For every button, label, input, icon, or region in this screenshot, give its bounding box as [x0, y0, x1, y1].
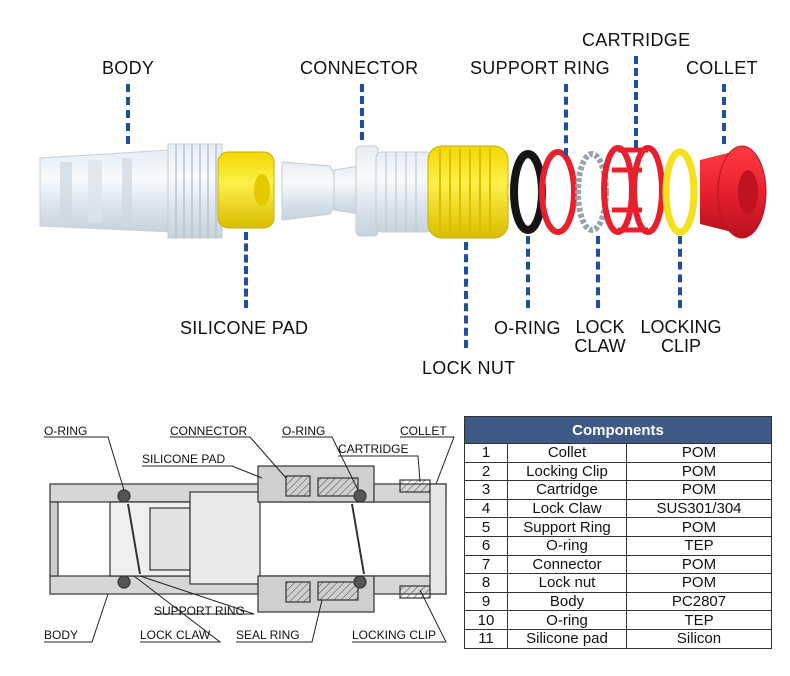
- row-number: 3: [464, 480, 508, 500]
- component-name: Connector: [507, 554, 627, 575]
- component-name: Lock nut: [507, 573, 627, 593]
- component-name: Body: [507, 591, 627, 612]
- row-number: 4: [464, 498, 508, 519]
- component-material: POM: [626, 480, 772, 500]
- leader-silicone-pad: [244, 232, 248, 308]
- component-material: TEP: [626, 535, 772, 556]
- component-material: POM: [626, 517, 772, 537]
- leader-collet: [722, 84, 726, 144]
- label-lock-claw: LOCK CLAW: [570, 318, 630, 356]
- section-label-collet: COLLET: [400, 424, 447, 438]
- component-name: Silicone pad: [507, 628, 627, 649]
- section-label-body: BODY: [44, 628, 79, 642]
- component-material: TEP: [626, 610, 772, 630]
- label-connector: CONNECTOR: [300, 58, 419, 78]
- lock-nut-part: [427, 145, 509, 239]
- label-cartridge: CARTRIDGE: [582, 30, 691, 50]
- leader-lock-claw: [596, 236, 600, 308]
- label-locking-clip: LOCKING CLIP: [636, 318, 726, 356]
- cartridge-part: [601, 145, 665, 235]
- component-material: POM: [626, 554, 772, 575]
- section-label-lock-claw: LOCK CLAW: [140, 628, 211, 642]
- component-name: Cartridge: [507, 480, 627, 500]
- component-material: POM: [626, 443, 772, 463]
- component-name: Locking Clip: [507, 461, 627, 482]
- label-collet: COLLET: [686, 58, 758, 78]
- section-label-connector: CONNECTOR: [170, 424, 248, 438]
- section-label-support-ring: SUPPORT RING: [154, 604, 245, 618]
- row-number: 1: [464, 443, 508, 463]
- section-label-o-ring-right: O-RING: [282, 424, 326, 438]
- row-number: 8: [464, 573, 508, 593]
- support-ring-part: [539, 149, 577, 235]
- row-number: 5: [464, 517, 508, 537]
- label-lock-claw-line1: LOCK: [575, 317, 625, 337]
- label-body: BODY: [102, 58, 155, 78]
- component-material: POM: [626, 573, 772, 593]
- label-support-ring: SUPPORT RING: [470, 58, 610, 78]
- label-locking-clip-line2: CLIP: [660, 336, 702, 356]
- locking-clip-part: [662, 148, 698, 236]
- component-material: Silicon: [626, 628, 772, 649]
- o-ring-part: [510, 150, 546, 234]
- row-number: 11: [464, 628, 508, 649]
- connector-part: [281, 145, 433, 237]
- component-material: SUS301/304: [626, 498, 772, 519]
- component-name: Support Ring: [507, 517, 627, 537]
- section-label-cartridge: CARTRIDGE: [338, 442, 409, 456]
- component-name: Collet: [507, 443, 627, 463]
- label-lock-claw-line2: CLAW: [574, 336, 626, 356]
- leader-cartridge: [634, 56, 638, 148]
- leader-lock-nut: [464, 242, 468, 348]
- leader-body: [126, 84, 130, 144]
- row-number: 9: [464, 591, 508, 612]
- component-name: O-ring: [507, 535, 627, 556]
- leader-connector: [360, 84, 364, 140]
- table-title: Components: [464, 416, 772, 444]
- section-label-o-ring-left: O-RING: [44, 424, 88, 438]
- row-number: 2: [464, 461, 508, 482]
- leader-support-ring: [564, 84, 568, 156]
- component-name: O-ring: [507, 610, 627, 630]
- leader-o-ring: [526, 236, 530, 308]
- exploded-view: [39, 143, 767, 239]
- component-material: PC2807: [626, 591, 772, 612]
- row-number: 7: [464, 554, 508, 575]
- row-number: 6: [464, 535, 508, 556]
- label-lock-nut: LOCK NUT: [422, 358, 516, 378]
- section-label-locking-clip: LOCKING CLIP: [352, 628, 437, 642]
- section-label-seal-ring: SEAL RING: [236, 628, 300, 642]
- body-part: [39, 143, 223, 239]
- component-name: Lock Claw: [507, 498, 627, 519]
- row-number: 10: [464, 610, 508, 630]
- silicone-pad-part: [217, 151, 275, 229]
- label-o-ring: O-RING: [494, 318, 561, 338]
- leader-locking-clip: [678, 236, 682, 308]
- collet-part: [700, 145, 767, 239]
- section-label-silicone-pad: SILICONE PAD: [142, 452, 226, 466]
- label-locking-clip-line1: LOCKING: [640, 317, 722, 337]
- label-silicone-pad: SILICONE PAD: [180, 318, 309, 338]
- component-material: POM: [626, 461, 772, 482]
